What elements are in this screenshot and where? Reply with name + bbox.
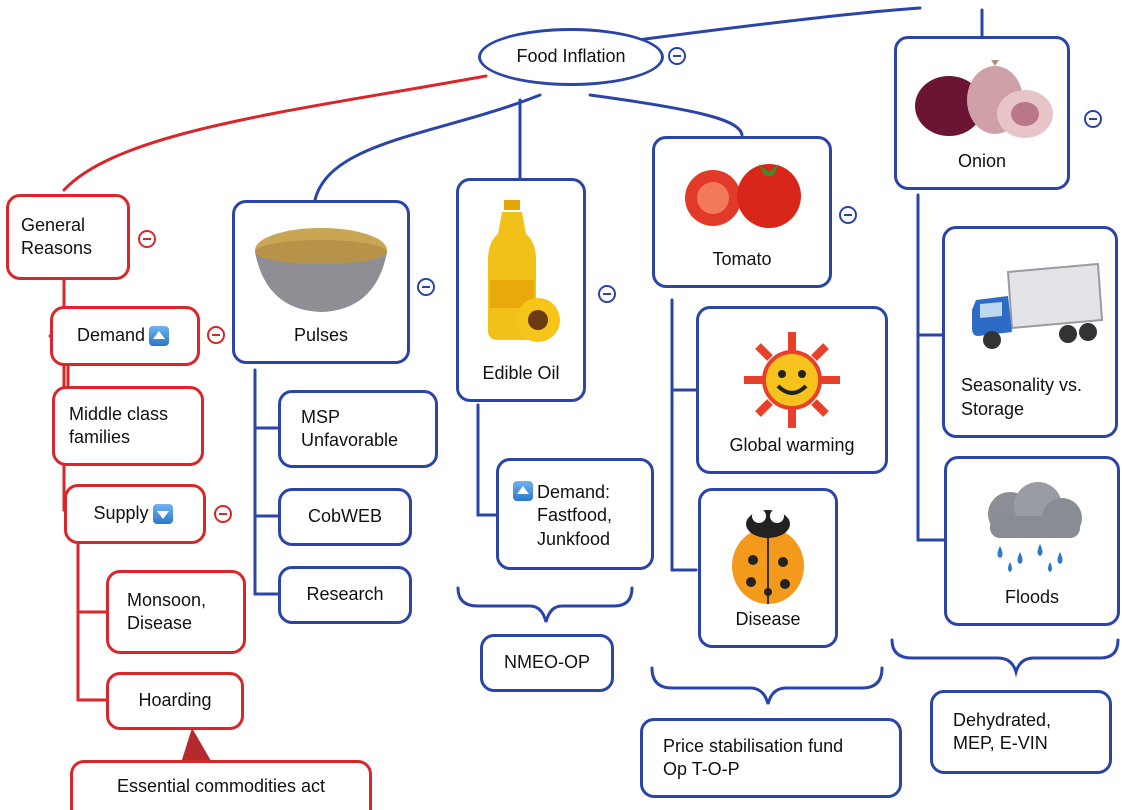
oil-bottle-icon	[488, 199, 560, 342]
middle-class-families-label: Middle class families	[69, 403, 169, 447]
global-warming-label: Global warming	[729, 434, 855, 455]
research-label: Research	[306, 584, 384, 605]
pulses-bowl-icon	[255, 227, 387, 312]
hoarding-node[interactable]: Hoarding	[106, 672, 244, 730]
research-node[interactable]: Research	[278, 566, 412, 624]
supply-down-arrow-icon	[152, 504, 173, 524]
pulses-label: Pulses	[293, 324, 349, 345]
ladybug-icon	[732, 508, 804, 604]
hoarding-label: Hoarding	[138, 690, 212, 711]
root-label: Food Inflation	[516, 46, 626, 67]
msp-unfavorable-node[interactable]: MSP Unfavorable	[278, 390, 438, 468]
demand-up-arrow-icon	[513, 481, 533, 501]
callout-pointer	[180, 728, 214, 766]
msp-unfavorable-label: MSP Unfavorable	[301, 406, 399, 450]
collapse-minus-icon[interactable]	[598, 285, 616, 303]
collapse-minus-icon[interactable]	[417, 278, 435, 296]
demand-up-arrow-icon	[149, 326, 170, 346]
seasonality-storage-label: Seasonality vs. Storage	[961, 375, 1083, 419]
monsoon-disease-label: Monsoon, Disease	[127, 589, 207, 633]
demand-fastfood-label: Demand: Fastfood, Junkfood	[537, 482, 613, 549]
collapse-minus-icon[interactable]	[214, 505, 232, 523]
nmeo-op-label: NMEO-OP	[503, 652, 590, 673]
demand-label: Demand	[76, 325, 146, 346]
nmeo-op-node[interactable]: NMEO-OP	[480, 634, 614, 692]
price-stabilisation-node[interactable]: Price stabilisation fund Op T-O-P	[640, 718, 902, 798]
monsoon-disease-node[interactable]: Monsoon, Disease	[106, 570, 246, 654]
collapse-minus-icon[interactable]	[138, 230, 156, 248]
tomato-node[interactable]: Tomato	[652, 136, 832, 288]
tomato-label: Tomato	[712, 248, 772, 269]
essential-commodities-act-label: Essential commodities act	[116, 775, 326, 796]
floods-label: Floods	[1004, 586, 1060, 607]
middle-class-families-node[interactable]: Middle class families	[52, 386, 204, 466]
demand-node[interactable]: Demand	[50, 306, 200, 366]
global-warming-node[interactable]: Global warming	[696, 306, 888, 474]
essential-commodities-act-callout[interactable]: Essential commodities act	[70, 760, 372, 810]
dehydrated-mep-node[interactable]: Dehydrated, MEP, E-VIN	[930, 690, 1112, 774]
sunflower-icon	[516, 297, 560, 342]
demand-fastfood-node[interactable]: Demand: Fastfood, Junkfood	[496, 458, 654, 570]
pulses-node[interactable]: Pulses	[232, 200, 410, 364]
collapse-minus-icon[interactable]	[668, 47, 686, 65]
collapse-minus-icon[interactable]	[839, 206, 857, 224]
onion-node[interactable]: Onion	[894, 36, 1070, 190]
floods-node[interactable]: Floods	[944, 456, 1120, 626]
onion-label: Onion	[957, 150, 1007, 171]
edible-oil-label: Edible Oil	[482, 362, 560, 383]
supply-node[interactable]: Supply	[64, 484, 206, 544]
sun-face-icon	[744, 331, 840, 428]
tomato-disease-node[interactable]: Disease	[698, 488, 838, 648]
tomato-disease-label: Disease	[735, 608, 801, 629]
rain-cloud-icon	[988, 481, 1082, 572]
collapse-minus-icon[interactable]	[207, 326, 225, 344]
cobweb-label: CobWEB	[307, 506, 383, 527]
dehydrated-mep-label: Dehydrated, MEP, E-VIN	[953, 709, 1052, 753]
truck-icon	[972, 263, 1104, 350]
root-node-food-inflation[interactable]: Food Inflation	[478, 28, 664, 86]
general-reasons-node[interactable]: General Reasons	[6, 194, 130, 280]
tomato-icon	[685, 163, 801, 228]
cobweb-node[interactable]: CobWEB	[278, 488, 412, 546]
edible-oil-node[interactable]: Edible Oil	[456, 178, 586, 402]
seasonality-storage-node[interactable]: Seasonality vs. Storage	[942, 226, 1118, 438]
collapse-minus-icon[interactable]	[1084, 110, 1102, 128]
supply-label: Supply	[93, 503, 149, 524]
general-reasons-label: General Reasons	[21, 214, 93, 258]
price-stabilisation-label: Price stabilisation fund Op T-O-P	[663, 735, 844, 779]
onion-icon	[915, 59, 1053, 138]
